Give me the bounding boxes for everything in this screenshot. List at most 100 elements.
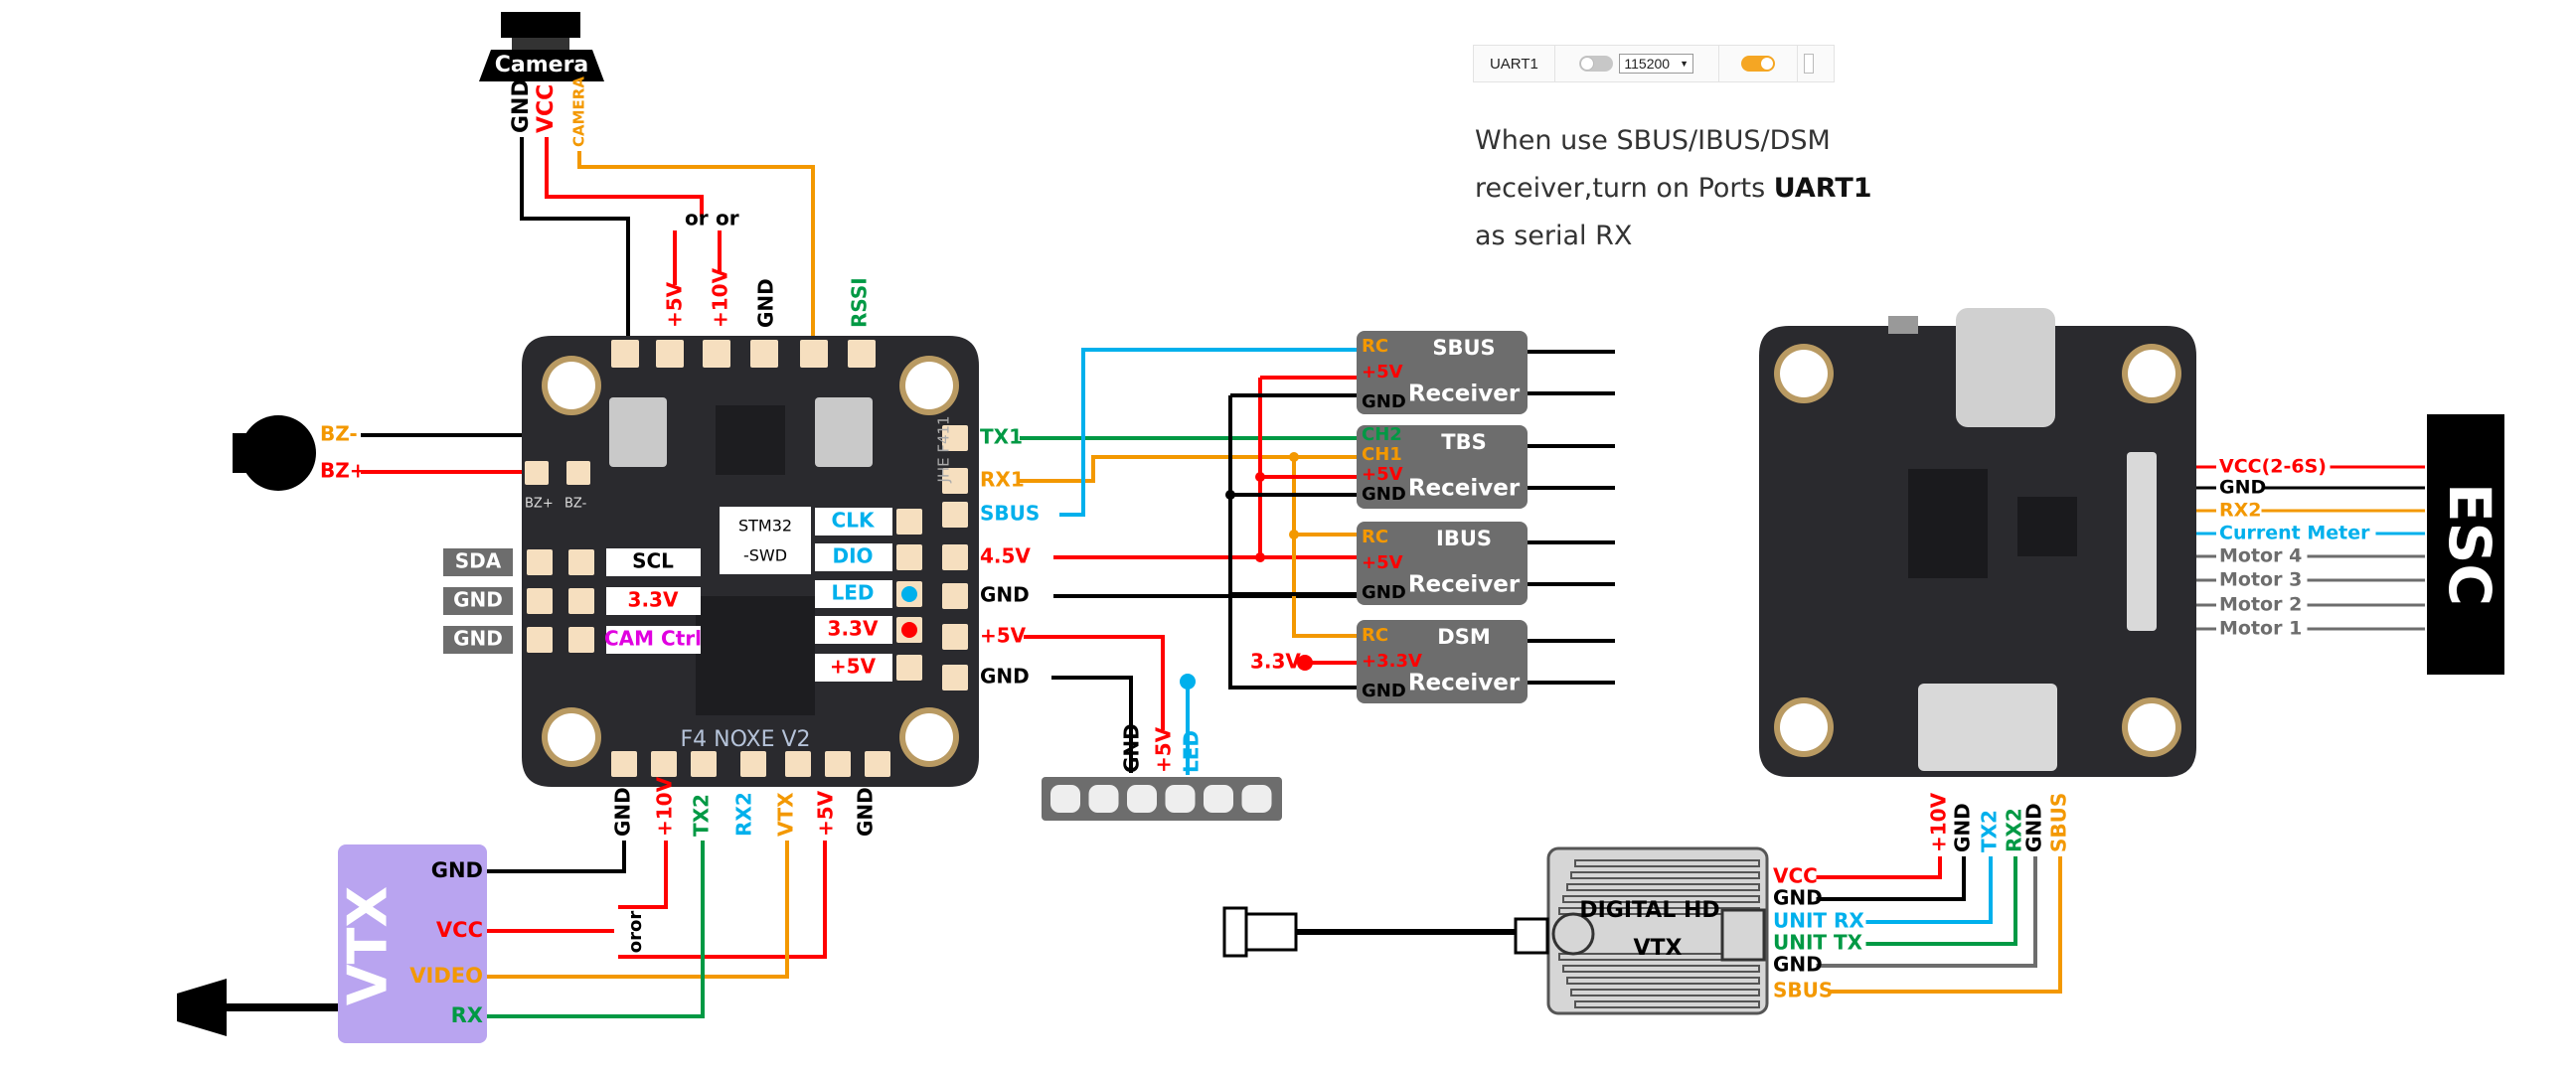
fc-inner-right-led: LED <box>831 581 874 605</box>
led-strip-led <box>1127 785 1157 813</box>
receiver-ibus-name: IBUS <box>1436 527 1492 550</box>
receiver-pin-ch2: CH2 <box>1362 424 1402 445</box>
fc-right-pad <box>942 544 968 570</box>
vtx-antenna-wire <box>227 1003 338 1011</box>
solder-pad <box>527 588 553 614</box>
analog-vtx-pin-gnd: GND <box>431 858 483 882</box>
uart-extra-cell <box>1798 46 1834 81</box>
vtx-fin <box>1562 965 1760 973</box>
boot-button <box>1888 316 1918 334</box>
hd-pin-rx2: RX2 <box>2003 808 2026 852</box>
fc-inner-tag-bg <box>815 508 892 536</box>
receiver-pin-rc: RC <box>1362 625 1388 646</box>
fc-inner-right-dio: DIO <box>832 544 873 568</box>
fc-top-pad <box>750 340 778 368</box>
digital-vtx-wire <box>1816 856 1966 901</box>
msp-toggle[interactable] <box>1579 56 1614 72</box>
fc-inner-tag-bg <box>815 616 892 644</box>
fc-left-tag-sda: SDA <box>455 549 502 573</box>
baud-rate-select[interactable]: 115200 ▼ <box>1619 54 1693 74</box>
fc-right-pad <box>942 425 968 451</box>
fc-left-tag-bg <box>443 587 513 615</box>
led-strip-led <box>1050 785 1080 813</box>
fc-bottom-pin--5v: +5V <box>814 790 838 837</box>
vtx-fin <box>1570 989 1760 996</box>
led-strip-pin-gnd: GND <box>1120 723 1144 773</box>
led-strip-led <box>1088 785 1119 813</box>
solder-pad <box>527 549 553 575</box>
dsm-3v3-source-label: 3.3V <box>1250 650 1301 674</box>
receiver-sbus-name: SBUS <box>1432 336 1495 360</box>
fc-inner-tag-bg <box>606 626 701 654</box>
receiver-ibus-subtitle: Receiver <box>1408 572 1521 598</box>
uart-instruction-note: When use SBUS/IBUS/DSM receiver,turn on … <box>1475 117 1952 260</box>
digital-vtx-wire <box>1865 856 1993 924</box>
fc-left-tag-gnd: GND <box>453 588 503 612</box>
fc-silk-side: JHE F411 <box>935 415 953 483</box>
solder-pad <box>568 588 594 614</box>
vtx-rx-wire <box>487 841 705 1018</box>
digital-vtx-wire <box>1816 856 1942 879</box>
uart-port-name: UART1 <box>1474 46 1555 81</box>
fc-bottom-pad <box>785 751 811 777</box>
camera-video-wire <box>577 151 815 343</box>
esc-connector <box>2127 452 2157 631</box>
junction-dot <box>1289 452 1299 462</box>
mount-hole <box>548 362 595 409</box>
vtx-fin <box>1574 1000 1760 1008</box>
note-line-3: as serial RX <box>1475 221 1633 251</box>
antenna-body <box>1244 912 1298 952</box>
fc-top-pad <box>848 340 876 368</box>
esc-title: ESC <box>2436 483 2503 606</box>
digital-vtx-pin-unit-tx: UNIT TX <box>1773 931 1863 955</box>
vtx-plug <box>1720 908 1766 962</box>
fc-top-pad <box>611 340 639 368</box>
led-5v-wire <box>1024 635 1165 730</box>
fc-silk-model: F4 NOXE V2 <box>680 727 810 752</box>
digital-vtx-pin-vcc: VCC <box>1773 864 1818 888</box>
led-strip-pin--5v: +5V <box>1152 726 1176 773</box>
fc-right-pad <box>942 624 968 650</box>
vtx-10v-wire <box>618 841 668 909</box>
note-uart-name: UART1 <box>1773 173 1872 204</box>
fc-chip <box>716 405 785 475</box>
fc-right-pad <box>942 468 968 494</box>
fc-right-pin-sbus: SBUS <box>980 502 1040 526</box>
fc-inner-right-clk: CLK <box>832 509 876 533</box>
fc-bottom-pad <box>740 751 766 777</box>
toggle-knob <box>1759 57 1774 71</box>
receiver-tbs-subtitle: Receiver <box>1408 476 1521 502</box>
analog-vtx-pin-vcc: VCC <box>436 918 483 942</box>
vtx-fin <box>1562 895 1760 903</box>
fc-inner-left-cam-ctrl: CAM Ctrl <box>604 627 702 651</box>
fc-inner-right-3-3v: 3.3V <box>828 617 879 641</box>
fc-right-pad <box>942 583 968 609</box>
vtx-antenna-connector <box>1551 912 1595 956</box>
analog-vtx-box <box>338 844 487 1043</box>
esc-pin-motor-1: Motor 1 <box>2219 618 2302 640</box>
uart-msp-cell: 115200 ▼ <box>1555 46 1719 81</box>
usb-c-port-icon <box>1956 308 2055 427</box>
fc-bottom-pin-tx2: TX2 <box>690 794 714 837</box>
fc-right-pin--5v: +5V <box>980 624 1027 648</box>
fc-right-pin-gnd: GND <box>980 583 1030 607</box>
hd-pin-gnd: GND <box>2022 803 2046 852</box>
fc-top-pin-gnd: GND <box>754 278 778 328</box>
fc-inner-tag-bg <box>815 580 892 608</box>
led-strip-led <box>1241 785 1272 813</box>
silk-bz-plus: BZ+ <box>525 497 554 512</box>
junction-dot <box>1255 552 1265 562</box>
serial-rx-cell <box>1719 46 1799 81</box>
receiver-dsm-box <box>1357 620 1528 703</box>
uart-extra-input[interactable] <box>1804 54 1815 74</box>
vtx-5v-wire <box>618 841 827 959</box>
hd-connector <box>1918 684 2057 771</box>
hd-osd-chip <box>2017 497 2077 556</box>
camera-pin-gnd: GND <box>509 78 534 133</box>
fc-inner-tag-bg <box>606 548 701 576</box>
fc-top-pin-rssi: RSSI <box>848 277 872 328</box>
esc-pin-motor-3: Motor 3 <box>2219 569 2302 591</box>
swd-label-line1: STM32 <box>738 517 792 536</box>
serial-rx-toggle[interactable] <box>1740 56 1775 72</box>
